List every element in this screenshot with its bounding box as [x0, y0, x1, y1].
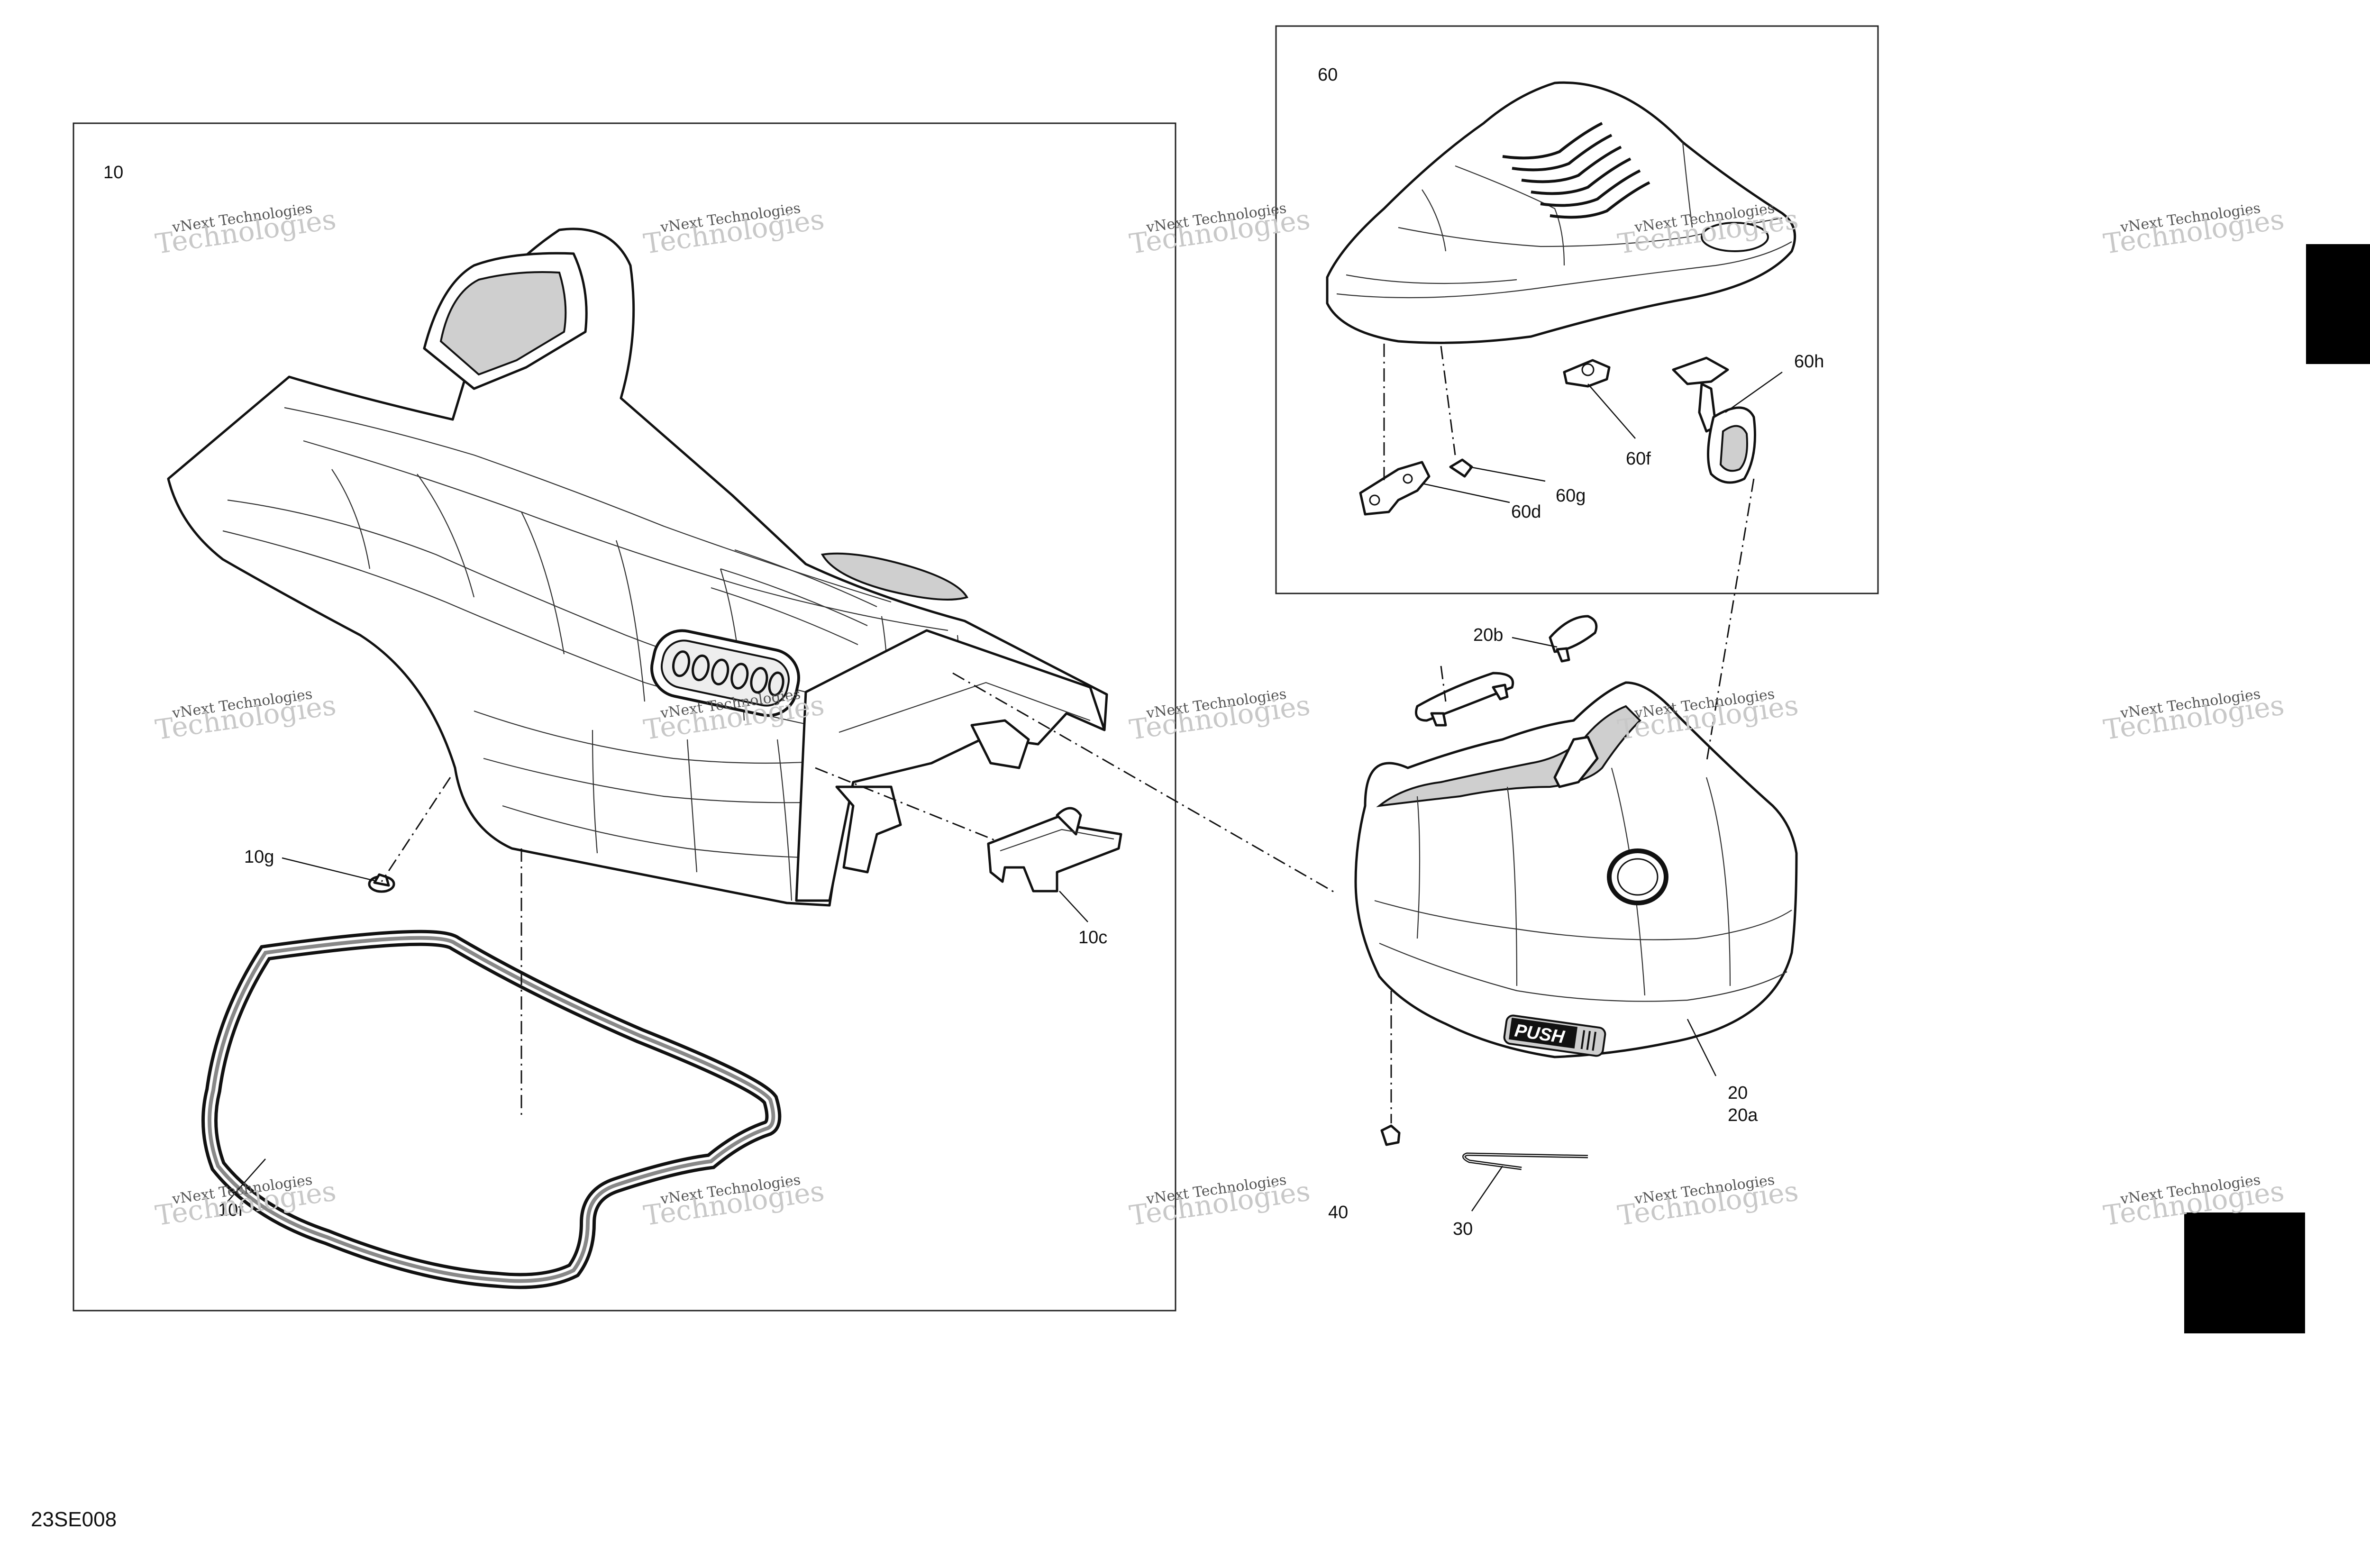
- rear-seat-cover-part-60: [1326, 81, 1796, 344]
- assembly-lines: [381, 344, 1755, 1123]
- fastener-part-40: [1380, 1124, 1401, 1146]
- watermark-12: vNext Technologies Technologies: [641, 1172, 826, 1232]
- striker-part-60f: [1563, 359, 1611, 388]
- grommet-part-10g: [368, 873, 395, 893]
- callout-60g: 60g: [1556, 486, 1586, 506]
- rear-seat-logo: [1701, 222, 1769, 252]
- group-60-frame: [1275, 25, 1879, 594]
- callout-10c: 10c: [1078, 928, 1107, 948]
- hinge-part-60d: [1359, 461, 1431, 516]
- drawing-code: 23SE008: [31, 1508, 117, 1531]
- seal-ring-part-10f: [201, 930, 782, 1289]
- callout-60h: 60h: [1794, 352, 1824, 372]
- group-label-60: 60: [1318, 65, 1338, 85]
- watermark-2: vNext Technologies Technologies: [641, 200, 826, 260]
- page-tab-bottom: [2184, 1212, 2305, 1333]
- watermark-1: vNext Technologies Technologies: [153, 200, 338, 260]
- clip-part-60g: [1449, 458, 1473, 478]
- callout-20b: 20b: [1473, 625, 1503, 645]
- watermark-13: vNext Technologies Technologies: [1127, 1172, 1312, 1232]
- watermark-3: vNext Technologies Technologies: [1127, 200, 1312, 260]
- seat-cover-part-10: [167, 228, 1108, 907]
- callout-20: 20: [1728, 1083, 1748, 1103]
- callout-60d: 60d: [1511, 502, 1541, 522]
- callout-40: 40: [1328, 1203, 1348, 1222]
- callout-10f: 10f: [218, 1200, 243, 1220]
- push-decal: PUSH: [1503, 1014, 1606, 1057]
- latch-part-60h: [1672, 356, 1756, 484]
- watermark-6: vNext Technologies Technologies: [153, 686, 338, 746]
- leader-lines: [227, 371, 1783, 1212]
- handle-part-20b: [1415, 615, 1598, 727]
- watermarks: vNext Technologies Technologies vNext Te…: [153, 200, 2286, 1232]
- watermark-8: vNext Technologies Technologies: [1127, 686, 1312, 746]
- group-10-frame: [73, 122, 1176, 1312]
- callout-20a: 20a: [1728, 1105, 1758, 1125]
- callout-30: 30: [1453, 1219, 1473, 1239]
- watermark-5: vNext Technologies Technologies: [2101, 200, 2286, 260]
- latch-bracket-part-10c: [987, 807, 1122, 893]
- pin-part-30: [1462, 1152, 1588, 1170]
- page-tab-top: [2306, 244, 2370, 364]
- watermark-14: vNext Technologies Technologies: [1615, 1172, 1800, 1232]
- callout-60f: 60f: [1626, 449, 1651, 469]
- group-label-10: 10: [103, 163, 123, 182]
- storage-bin-part-20: PUSH: [1354, 681, 1798, 1058]
- callout-10g: 10g: [244, 847, 274, 867]
- watermark-10: vNext Technologies Technologies: [2101, 686, 2286, 746]
